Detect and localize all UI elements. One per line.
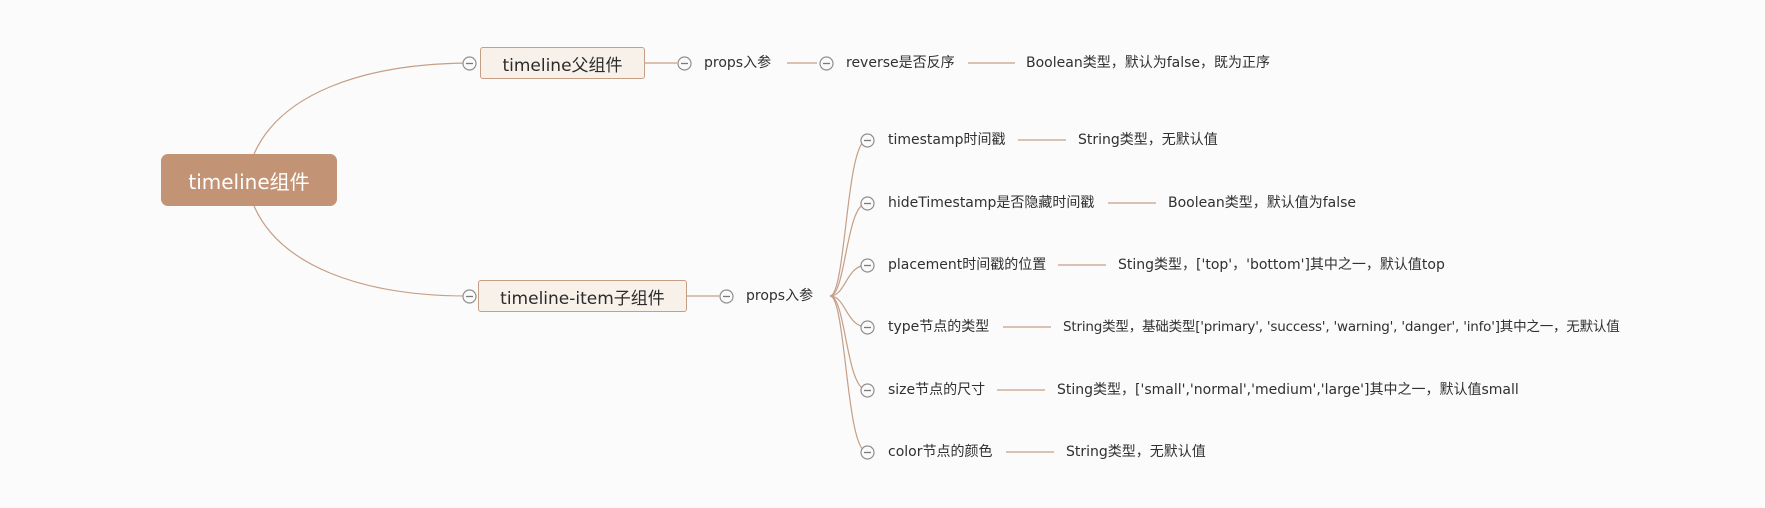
minus-circle-icon[interactable] bbox=[719, 289, 734, 304]
size-prop-name[interactable]: size节点的尺寸 bbox=[888, 382, 986, 398]
size-prop-desc[interactable]: Sting类型，['small','normal','medium','larg… bbox=[1057, 382, 1519, 398]
minus-circle-icon[interactable] bbox=[860, 320, 875, 335]
minus-circle-icon[interactable] bbox=[677, 56, 692, 71]
parent-component-node[interactable]: timeline父组件 bbox=[480, 47, 645, 79]
placement-prop-desc[interactable]: Sting类型，['top'，'bottom']其中之一，默认值top bbox=[1118, 257, 1445, 273]
timestamp-prop-name[interactable]: timestamp时间戳 bbox=[888, 132, 1006, 148]
minus-circle-icon[interactable] bbox=[860, 133, 875, 148]
color-prop-name[interactable]: color节点的颜色 bbox=[888, 444, 993, 460]
type-prop-name[interactable]: type节点的类型 bbox=[888, 319, 990, 335]
item-props-label[interactable]: props入参 bbox=[746, 288, 814, 304]
hide-timestamp-prop-desc[interactable]: Boolean类型，默认值为false bbox=[1168, 195, 1356, 211]
reverse-prop-name[interactable]: reverse是否反序 bbox=[846, 55, 955, 71]
parent-props-label[interactable]: props入参 bbox=[704, 55, 772, 71]
minus-circle-icon[interactable] bbox=[462, 56, 477, 71]
type-prop-desc[interactable]: String类型，基础类型['primary', 'success', 'war… bbox=[1063, 319, 1620, 335]
color-prop-desc[interactable]: String类型，无默认值 bbox=[1066, 444, 1206, 460]
minus-circle-icon[interactable] bbox=[860, 258, 875, 273]
placement-prop-name[interactable]: placement时间戳的位置 bbox=[888, 257, 1047, 273]
minus-circle-icon[interactable] bbox=[860, 445, 875, 460]
minus-circle-icon[interactable] bbox=[860, 383, 875, 398]
minus-circle-icon[interactable] bbox=[819, 56, 834, 71]
minus-circle-icon[interactable] bbox=[860, 196, 875, 211]
hide-timestamp-prop-name[interactable]: hideTimestamp是否隐藏时间戳 bbox=[888, 195, 1095, 211]
item-component-node[interactable]: timeline-item子组件 bbox=[478, 280, 687, 312]
root-node[interactable]: timeline组件 bbox=[161, 154, 337, 206]
reverse-prop-desc[interactable]: Boolean类型，默认为false，既为正序 bbox=[1026, 55, 1270, 71]
timestamp-prop-desc[interactable]: String类型，无默认值 bbox=[1078, 132, 1218, 148]
minus-circle-icon[interactable] bbox=[462, 289, 477, 304]
